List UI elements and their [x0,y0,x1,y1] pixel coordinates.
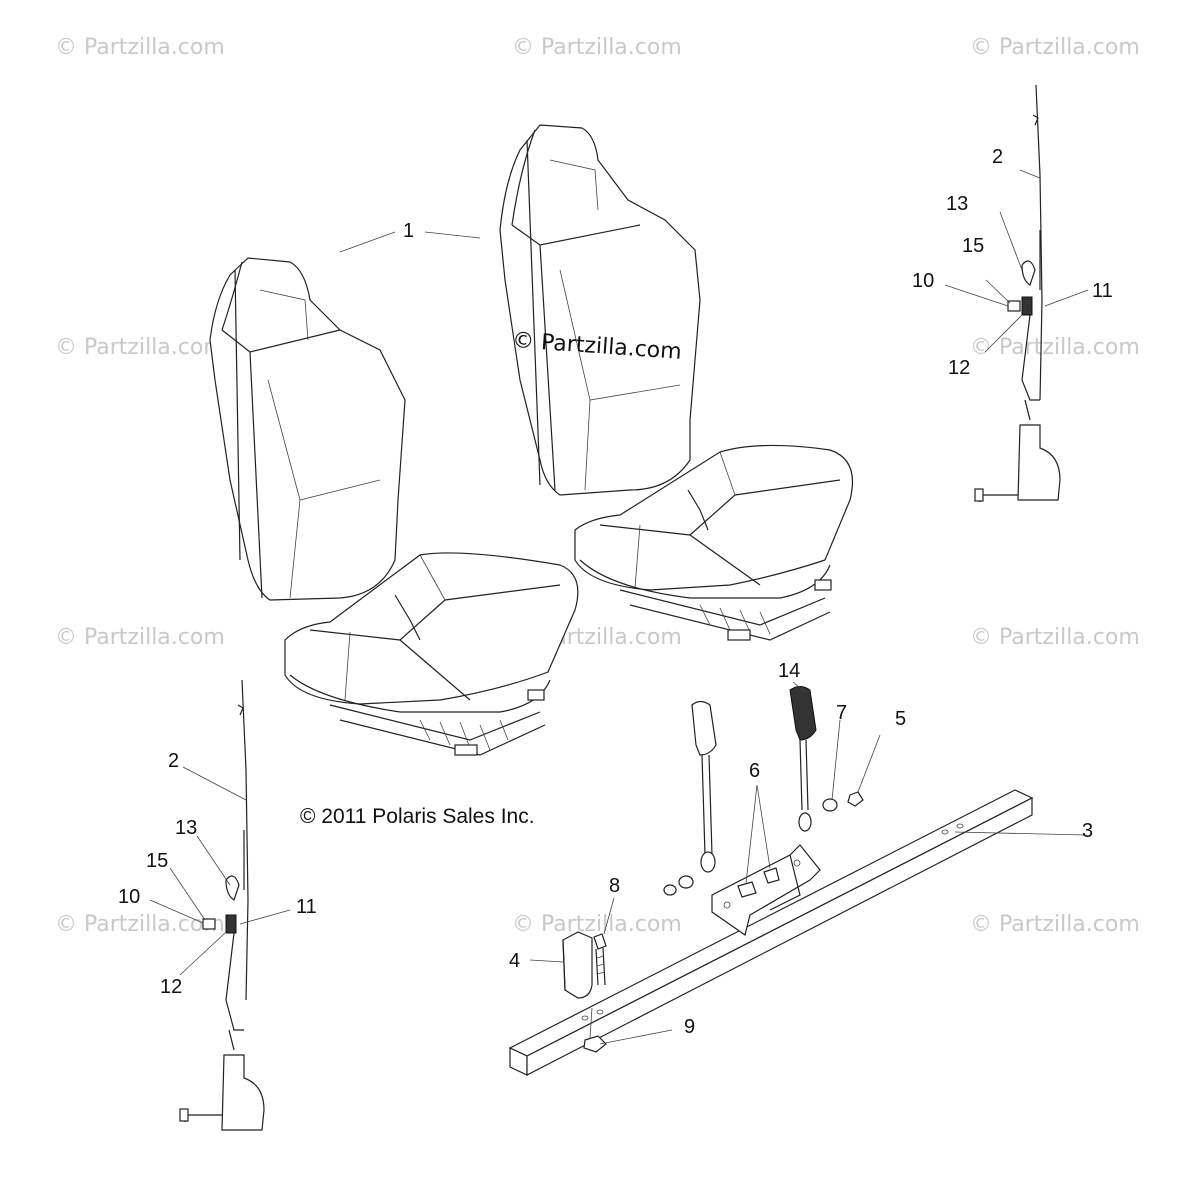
watermark: © Partzilla.com [512,912,682,937]
callout-8: 8 [609,875,621,897]
right-belt-assembly [944,84,1089,502]
callout-12-right: 12 [948,357,971,379]
callout-9: 9 [684,1016,696,1038]
callout-11-right: 11 [1092,280,1113,302]
callout-15-right: 15 [962,235,985,257]
callout-14: 14 [778,660,801,682]
copyright-notice: © 2011 Polaris Sales Inc. [300,805,535,828]
leader-1 [339,231,481,253]
callout-10-left: 10 [118,886,141,908]
callout-3: 3 [1082,820,1094,842]
watermark: © Partzilla.com [970,912,1140,937]
callout-10-right: 10 [912,270,935,292]
left-belt-assembly [149,679,291,1131]
left-seat [209,257,579,756]
watermark: © Partzilla.com [970,35,1140,60]
callout-4: 4 [509,950,521,972]
callout-2-left: 2 [168,750,180,772]
watermark: © Partzilla.com [55,335,225,360]
watermark: © Partzilla.com [970,625,1140,650]
callout-7: 7 [836,702,848,724]
watermark: © Partzilla.com [55,35,225,60]
watermark: © Partzilla.com [512,35,682,60]
callout-1: 1 [403,220,415,242]
callout-6: 6 [749,760,761,782]
callout-13-right: 13 [946,193,969,215]
watermark: © Partzilla.com [55,912,225,937]
right-seat [499,124,854,641]
callout-5: 5 [895,708,907,730]
watermark: © Partzilla.com [55,625,225,650]
callout-11-left: 11 [296,896,317,918]
callout-2-right: 2 [992,146,1004,168]
crossbar-assembly [508,681,1086,1076]
callout-12-left: 12 [160,976,183,998]
callout-13-left: 13 [175,817,198,839]
callout-15-left: 15 [146,850,169,872]
